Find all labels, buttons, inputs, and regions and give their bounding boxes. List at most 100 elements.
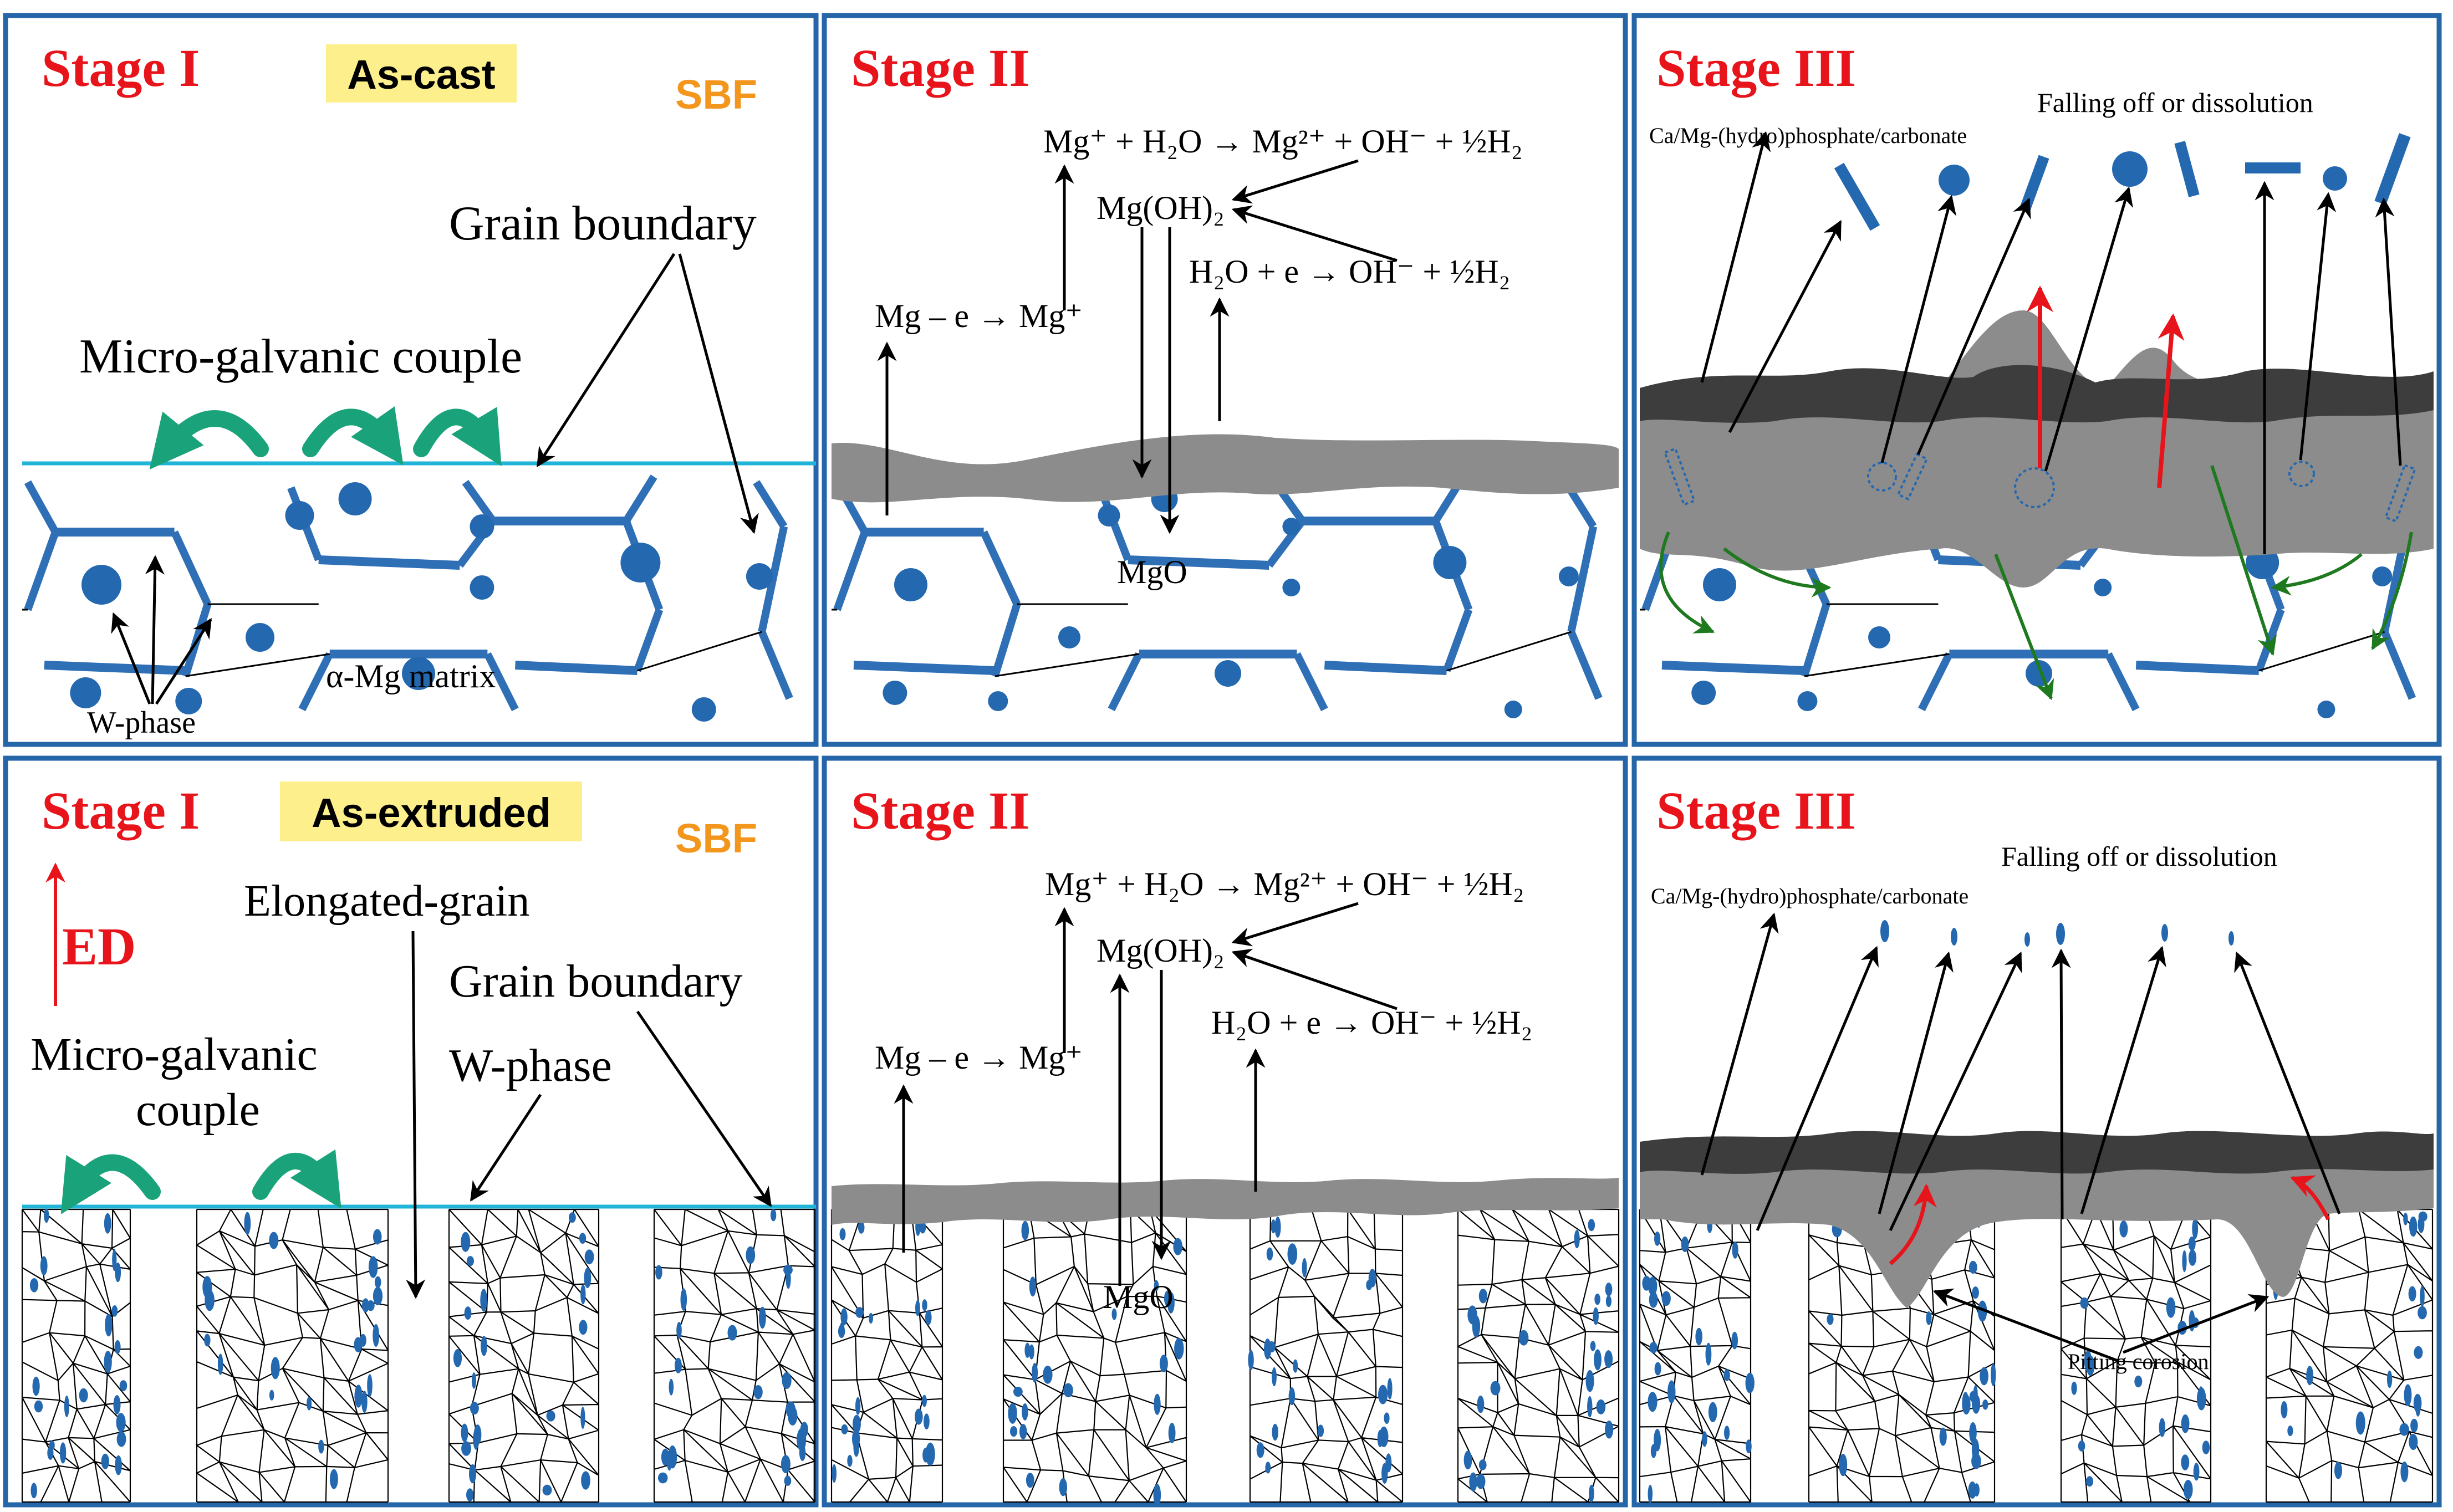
- w-phase-particle: [2334, 1462, 2342, 1479]
- w-phase-particle: [2415, 1397, 2421, 1417]
- w-phase-particle: [204, 1334, 211, 1347]
- galvanic-arrows: [60, 1149, 341, 1214]
- w-phase-bar-1: [318, 555, 460, 570]
- condition-highlight: [326, 44, 517, 103]
- w-phase-particle: [746, 1246, 756, 1264]
- w-phase-particle: [374, 1276, 381, 1288]
- w-phase-particle: [542, 1484, 552, 1496]
- medium-label: SBF: [675, 71, 757, 118]
- w-phase-particle: [1605, 1421, 1614, 1439]
- w-phase-particle: [1939, 1427, 1947, 1446]
- grain-boundary-thick-7: [623, 474, 657, 523]
- stage-title: Stage II: [851, 38, 1030, 98]
- w-phase-particle: [1589, 1484, 1594, 1503]
- w-phase-particle: [1043, 1365, 1053, 1384]
- dark-surface-product: [1640, 1131, 2434, 1174]
- cast-microstructure: [832, 474, 1603, 718]
- panel-ext-stage1: Stage I As-extruded SBF ED Elongated-gra…: [21, 781, 816, 1503]
- w-phase-particle: [111, 1305, 118, 1317]
- w-phase-particle: [2192, 1218, 2199, 1239]
- w-phase-particle: [1574, 1229, 1580, 1249]
- w-phase-particle-0: [81, 565, 121, 605]
- w-phase-particle: [2403, 1212, 2408, 1225]
- dissolved-particle-3: [2288, 461, 2315, 487]
- galvanic-arrow-2: [252, 1149, 341, 1209]
- w-phase-particle: [655, 1265, 662, 1280]
- w-phase-particle: [1642, 1275, 1651, 1291]
- medium-label: SBF: [675, 815, 757, 861]
- w-phase-particle-5: [1282, 579, 1301, 596]
- arrow-release-2: [1878, 951, 1954, 1214]
- grain-band-2: [448, 1208, 600, 1503]
- w-phase-particle: [473, 1428, 479, 1450]
- red-arrow-1: [1889, 1183, 1937, 1265]
- arrow-to-w-phase-2: [145, 555, 165, 704]
- w-phase-bar-3: [44, 661, 186, 675]
- w-phase-particle: [361, 1391, 368, 1413]
- w-phase-particle: [788, 1406, 798, 1426]
- w-phase-particle: [1272, 1367, 1277, 1387]
- w-phase-particle: [1745, 1372, 1755, 1393]
- w-phase-particle: [1472, 1315, 1481, 1338]
- w-phase-particle: [915, 1408, 923, 1425]
- w-phase-particle: [799, 1444, 806, 1461]
- extruded-microstructure: [21, 1208, 816, 1503]
- w-phase-particle: [368, 1256, 378, 1278]
- w-phase-particle: [79, 1388, 88, 1403]
- w-phase-particle: [784, 1475, 792, 1486]
- fragment-rod-3: [2174, 141, 2200, 197]
- condition-label: As-extruded: [312, 790, 551, 836]
- w-phase-particle: [1980, 1367, 1988, 1386]
- w-phase-particle: [1972, 1394, 1981, 1414]
- grain-band-3: [1457, 1208, 1620, 1503]
- w-phase-particle: [1648, 1392, 1658, 1412]
- w-phase-particle: [1518, 1330, 1529, 1346]
- w-phase-particle: [466, 1488, 474, 1501]
- w-phase-particle: [1288, 1387, 1296, 1406]
- w-phase-particle: [1605, 1283, 1613, 1296]
- panel-frame-5: [822, 755, 1628, 1508]
- w-phase-particle: [669, 1378, 674, 1396]
- grain-boundary-thick-11: [2104, 652, 2140, 712]
- panel-frame-1: [3, 13, 819, 747]
- grain-boundary-thick-10: [298, 652, 334, 712]
- falling-label: Falling off or dissolution: [2001, 841, 2277, 872]
- w-phase-particle: [1159, 1355, 1168, 1373]
- w-phase-particle: [1022, 1403, 1028, 1421]
- w-phase-particle: [839, 1228, 846, 1240]
- arrow-release-7: [2375, 197, 2402, 466]
- elongated-grain-label: Elongated-grain: [244, 877, 529, 926]
- w-phase-particle: [373, 1286, 383, 1306]
- w-phase-particle: [2188, 1249, 2197, 1266]
- w-phase-particle: [1265, 1462, 1271, 1474]
- grain-boundary-thick-10: [1918, 652, 1953, 712]
- w-phase-particle: [1708, 1402, 1717, 1422]
- w-phase-particle: [1587, 1396, 1593, 1418]
- w-phase-particle-7: [1691, 681, 1716, 705]
- w-phase-particle: [47, 1446, 54, 1460]
- w-phase-particle: [59, 1442, 67, 1464]
- w-phase-particle: [2181, 1414, 2190, 1433]
- w-phase-particle: [119, 1380, 128, 1392]
- arrow-to-product-layer: [1700, 912, 1779, 1176]
- extruded-microstructure: [1639, 1206, 2434, 1503]
- corrosion-product-layer: [1640, 310, 2434, 588]
- w-phase-particle: [1594, 1349, 1602, 1371]
- stage-title: Stage III: [1656, 38, 1856, 98]
- w-phase-particle: [922, 1299, 927, 1311]
- pitting-label: Pitting corosion: [2068, 1349, 2209, 1374]
- w-phase-particle: [2414, 1346, 2423, 1359]
- hydroxide-film: [832, 434, 1619, 503]
- w-phase-particle: [1977, 1300, 1987, 1322]
- w-phase-particle: [116, 1431, 126, 1447]
- oxide-label: MgO: [1117, 554, 1187, 590]
- grain-boundary-thick-6: [462, 479, 497, 524]
- arrow-pitting-2: [2123, 1294, 2270, 1354]
- couple-label: couple: [136, 1084, 260, 1136]
- panel-cast-stage2: Stage II Mg⁺ + H₂O → Mg²⁺ + OH⁻ + ½H₂ Mg…: [832, 38, 1619, 718]
- grain-boundary-thick-2: [980, 530, 1021, 606]
- arrow-to-boundary-2: [678, 253, 759, 534]
- w-phase-particle: [1649, 1342, 1658, 1353]
- grain-boundary-thin-1: [1446, 631, 1572, 672]
- grain-boundary-thick-1: [833, 530, 869, 611]
